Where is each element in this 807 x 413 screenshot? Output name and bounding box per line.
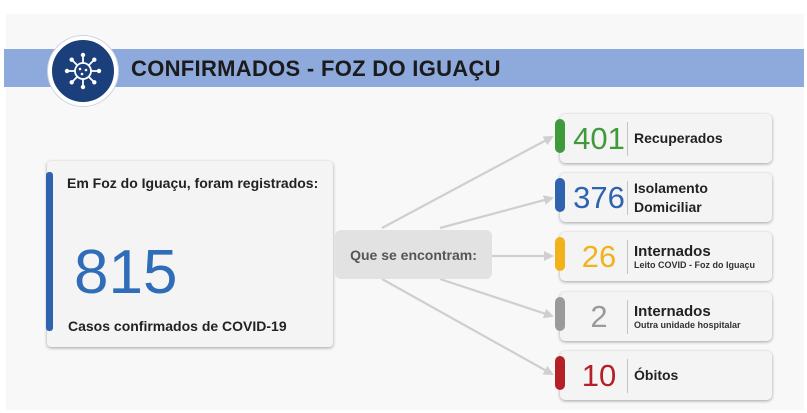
stat-divider xyxy=(627,240,628,274)
stat-accent xyxy=(555,356,565,390)
stat-card-isolamento: 376 Isolamento Domiciliar xyxy=(555,173,772,222)
stat-value: 2 xyxy=(590,299,608,334)
status-connector-label: Que se encontram: xyxy=(335,230,492,279)
stat-accent xyxy=(555,119,565,153)
stat-accent xyxy=(555,297,565,331)
stat-sublabel: Outra unidade hospitalar xyxy=(634,319,741,330)
stat-divider xyxy=(627,181,628,215)
total-cases-intro: Em Foz do Iguaçu, foram registrados: xyxy=(67,175,319,191)
stat-value: 376 xyxy=(573,180,625,215)
arrow-internados-outra xyxy=(439,277,554,319)
total-cases-card xyxy=(47,161,333,347)
stat-label: Isolamento Domiciliar xyxy=(634,179,708,215)
stat-label-group: Isolamento Domiciliar xyxy=(634,173,770,222)
stat-accent xyxy=(555,237,565,271)
arrow-recuperados xyxy=(381,136,554,229)
stat-divider xyxy=(627,300,628,334)
arrow-obitos xyxy=(381,278,554,375)
stat-label: Internados xyxy=(634,242,711,260)
total-cases-caption: Casos confirmados de COVID-19 xyxy=(68,318,287,334)
stat-label-group: Internados Leito COVID - Foz do Iguaçu xyxy=(634,232,770,281)
stat-value: 401 xyxy=(573,121,625,156)
stat-card-internados-foz: 26 Internados Leito COVID - Foz do Iguaç… xyxy=(555,232,772,281)
virus-icon xyxy=(64,52,102,90)
header-badge xyxy=(48,36,118,106)
stat-value: 10 xyxy=(581,358,617,393)
stat-value: 26 xyxy=(581,239,617,274)
stat-accent xyxy=(555,178,565,212)
total-cases-value: 815 xyxy=(74,238,178,307)
stat-card-internados-outra: 2 Internados Outra unidade hospitalar xyxy=(555,292,772,341)
stat-divider xyxy=(627,122,628,156)
stat-label: Internados xyxy=(634,302,711,320)
header-band xyxy=(4,49,804,87)
stat-label-group: Internados Outra unidade hospitalar xyxy=(634,292,770,341)
stat-label-group: Óbitos xyxy=(634,351,770,400)
total-cases-accent xyxy=(46,172,53,331)
stat-label: Recuperados xyxy=(634,130,723,146)
arrow-isolamento xyxy=(439,195,554,230)
stat-label-group: Recuperados xyxy=(634,114,770,163)
stat-divider xyxy=(627,359,628,393)
stat-card-obitos: 10 Óbitos xyxy=(555,351,772,400)
page-title: CONFIRMADOS - FOZ DO IGUAÇU xyxy=(131,56,501,81)
stat-label: Óbitos xyxy=(634,367,679,383)
stat-card-recuperados: 401 Recuperados xyxy=(555,114,772,163)
stat-sublabel: Leito COVID - Foz do Iguaçu xyxy=(634,259,755,270)
